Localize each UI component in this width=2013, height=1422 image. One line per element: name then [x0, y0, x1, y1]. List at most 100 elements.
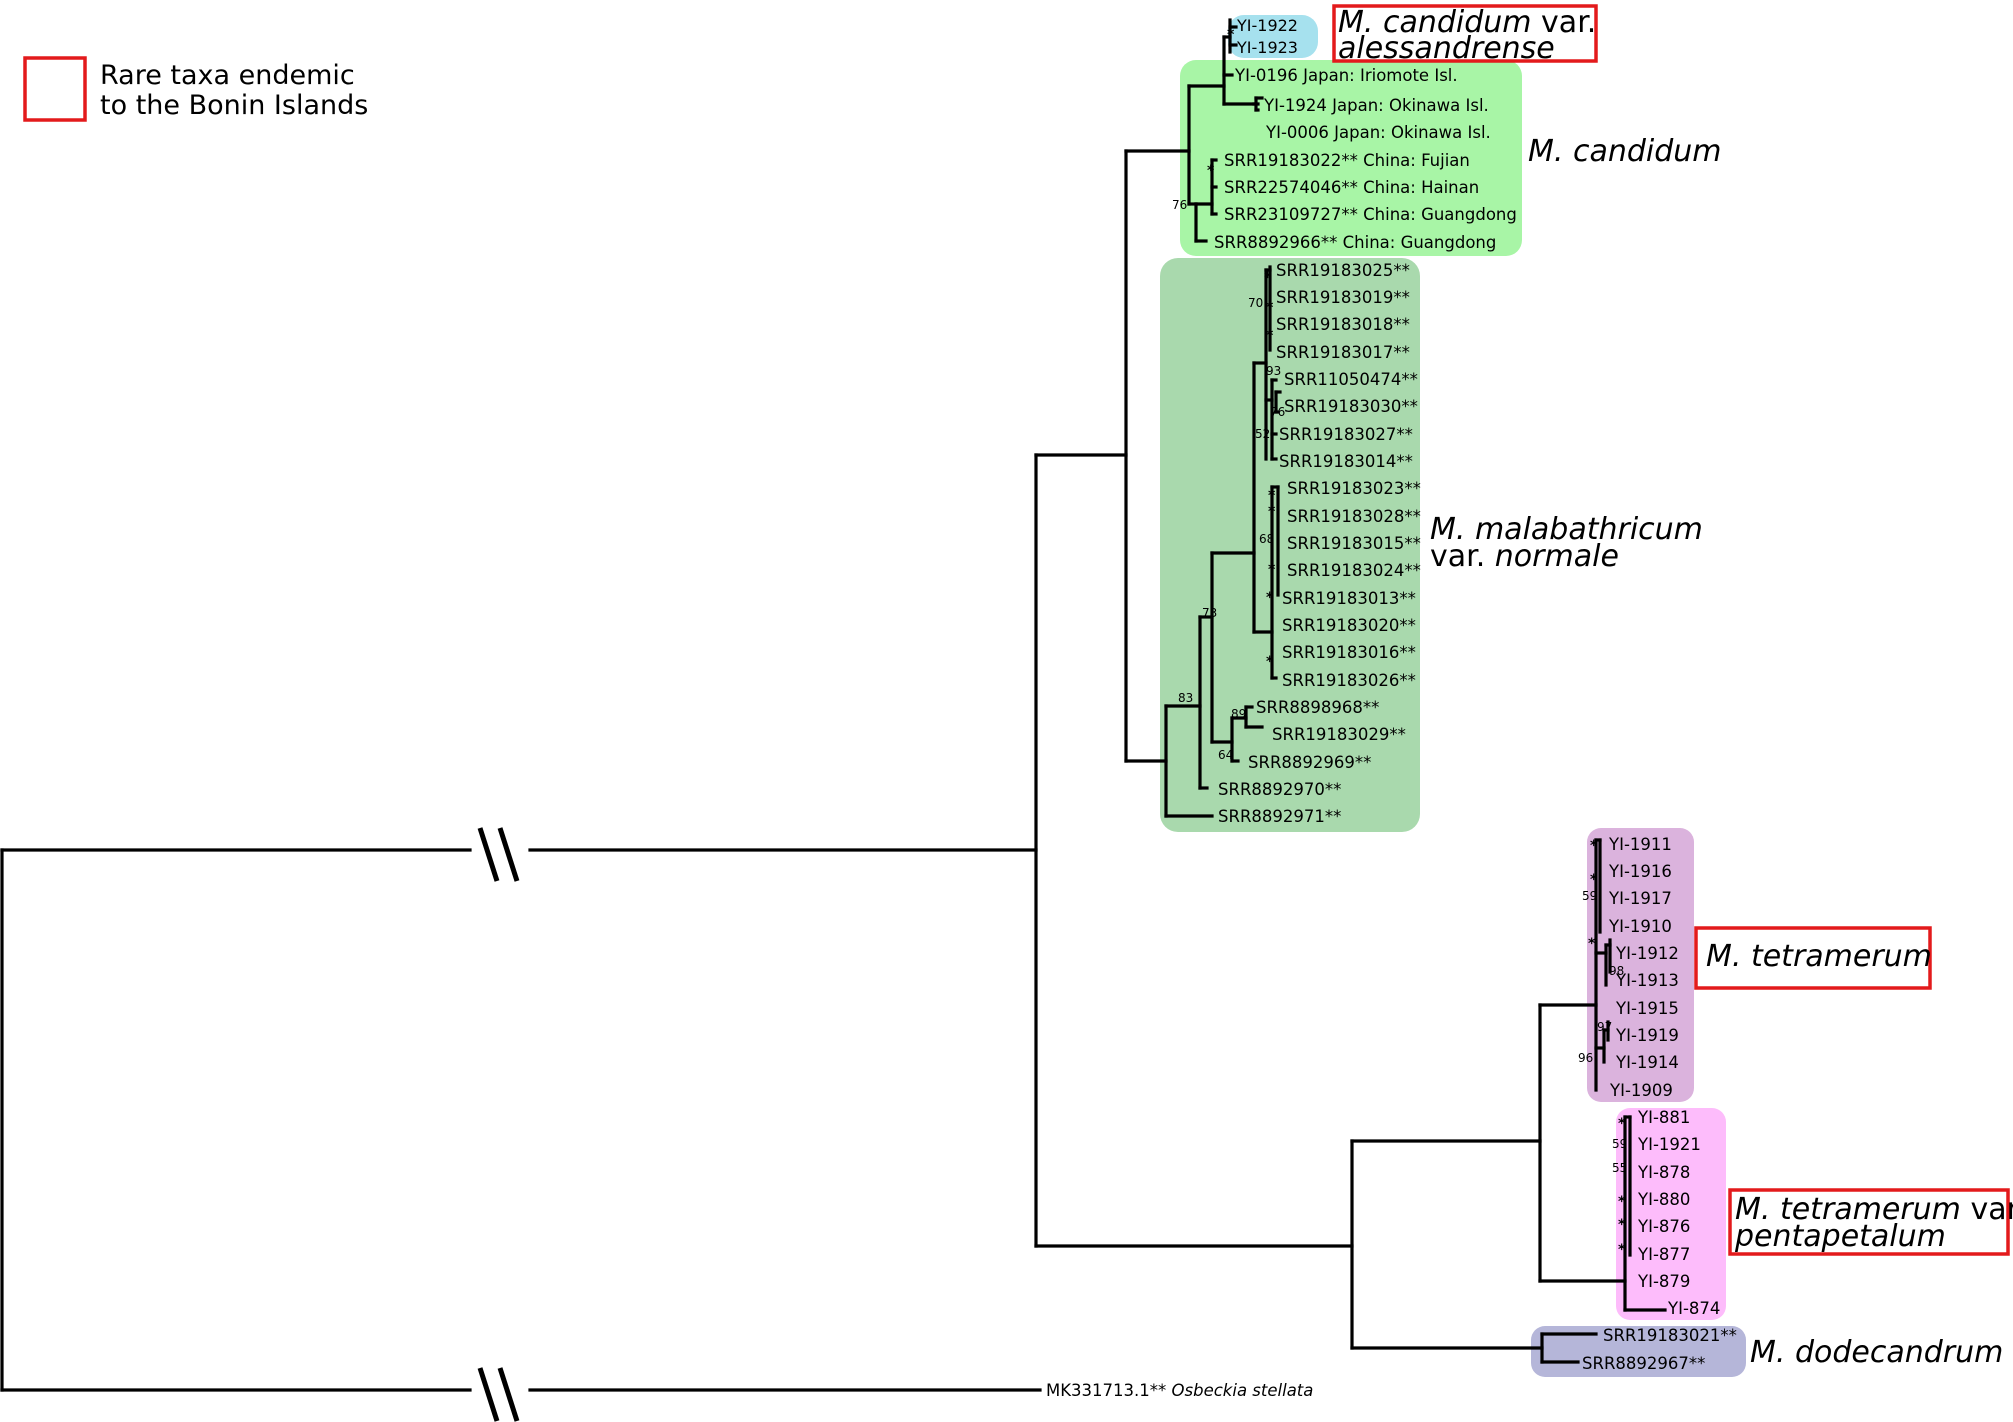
tip-label: SRR19183016**	[1282, 643, 1416, 662]
tip-label: SRR22574046** China: Hainan	[1224, 178, 1479, 197]
tip-label: YI-1910	[1608, 917, 1672, 936]
tip-label: YI-879	[1637, 1272, 1690, 1291]
clade-label-malabathricum-line1: M. malabathricum	[1430, 512, 1703, 547]
clade-box-candidum	[1180, 60, 1522, 256]
tip-label: SRR19183027**	[1279, 425, 1413, 444]
support-value: 52	[1255, 427, 1270, 441]
endemic-box-tetramerum	[1694, 926, 1932, 990]
tip-label: YI-1909	[1609, 1081, 1673, 1100]
support-star: *	[1588, 936, 1596, 952]
support-star: *	[1266, 590, 1274, 606]
tip-label: YI-1913	[1615, 971, 1679, 990]
support-star: *	[1618, 1194, 1626, 1210]
support-star: *	[1618, 1242, 1626, 1258]
clade-box-tetramerum	[1587, 828, 1694, 1102]
tip-label: SRR19183028**	[1287, 507, 1421, 526]
tip-label: SRR8892969**	[1248, 753, 1371, 772]
clade-label-dodecandrum: M. dodecandrum	[1750, 1335, 2003, 1370]
outgroup-species: Osbeckia stellata	[1172, 1381, 1314, 1400]
tip-label: YI-0006 Japan: Okinawa Isl.	[1265, 123, 1491, 142]
legend-text-line2: to the Bonin Islands	[100, 90, 368, 121]
support-value: 96	[1578, 1051, 1593, 1065]
support-star: *	[1227, 27, 1235, 43]
legend-swatch	[23, 56, 87, 122]
tip-label: SRR23109727** China: Guangdong	[1224, 205, 1517, 224]
support-star: *	[1266, 300, 1274, 316]
tip-label: YI-880	[1637, 1190, 1690, 1209]
clade-label-pentapetalum-line1: M. tetramerum var.	[1735, 1192, 2013, 1227]
clade-label-alessandrense-line2: alessandrense	[1338, 31, 1555, 66]
support-star: *	[1590, 872, 1598, 888]
support-value: 59	[1612, 1137, 1627, 1151]
clade-box-alessandrense	[1228, 15, 1318, 58]
tip-label: YI-1917	[1608, 889, 1672, 908]
tip-label: SRR19183015**	[1287, 534, 1421, 553]
tip-label: SRR19183023**	[1287, 479, 1421, 498]
outgroup-label: MK331713.1** Osbeckia stellata	[1046, 1381, 1313, 1400]
support-value: 93	[1266, 364, 1281, 378]
tip-label: YI-1924 Japan: Okinawa Isl.	[1263, 96, 1489, 115]
tip-label: SRR8898968**	[1256, 698, 1379, 717]
tip-label: SRR8892970**	[1218, 780, 1341, 799]
tip-label: SRR19183018**	[1276, 315, 1410, 334]
tip-label: SRR19183030**	[1284, 397, 1418, 416]
support-value: 73	[1202, 606, 1217, 620]
support-star: *	[1266, 654, 1274, 670]
support-value: 55	[1612, 1161, 1627, 1175]
tip-label: SRR19183021**	[1603, 1326, 1737, 1345]
tip-label: YI-877	[1637, 1245, 1690, 1264]
support-value: 59	[1582, 889, 1597, 903]
full-support-markers: * * * * * * * * * * * * * * * * *	[1207, 27, 1626, 1258]
tip-label: SRR19183022** China: Fujian	[1224, 151, 1470, 170]
tip-label: SRR19183017**	[1276, 343, 1410, 362]
tip-label: SRR8892966** China: Guangdong	[1214, 233, 1496, 252]
tip-label: SRR19183014**	[1279, 452, 1413, 471]
endemic-box-alessandrense	[1332, 4, 1598, 63]
clade-box-dodecandrum	[1531, 1326, 1746, 1377]
support-star: *	[1618, 1217, 1626, 1233]
support-star: *	[1207, 163, 1215, 179]
tip-label: YI-1923	[1236, 38, 1298, 57]
tip-label: YI-1916	[1608, 862, 1672, 881]
tip-label: SRR19183029**	[1272, 725, 1406, 744]
support-star: *	[1268, 562, 1276, 578]
tip-label: YI-1915	[1615, 999, 1679, 1018]
tip-label: YI-0196 Japan: Iriomote Isl.	[1234, 66, 1458, 85]
clade-label-pentapetalum-line2: pentapetalum	[1734, 1219, 1946, 1254]
clade-label-tetramerum: M. tetramerum	[1706, 939, 1932, 974]
support-star: *	[1590, 838, 1598, 854]
support-star: *	[1268, 504, 1276, 520]
tip-label: SRR8892967**	[1582, 1354, 1705, 1373]
endemic-box-pentapetalum	[1728, 1188, 2010, 1256]
support-value: 97	[1597, 1020, 1612, 1034]
tip-label: SRR19183019**	[1276, 288, 1410, 307]
support-star: *	[1266, 328, 1274, 344]
tip-label: SRR11050474**	[1284, 370, 1418, 389]
tree-branches	[0, 18, 1667, 1392]
tip-label: YI-874	[1667, 1299, 1720, 1318]
tip-label: SRR19183024**	[1287, 561, 1421, 580]
support-star: *	[1618, 1116, 1626, 1132]
clade-label-malabathricum-line2: var. normale	[1430, 539, 1619, 574]
tip-label: YI-1914	[1615, 1053, 1679, 1072]
tip-label: SRR19183020**	[1282, 616, 1416, 635]
support-value: 76	[1172, 198, 1187, 212]
support-value: 70	[1248, 296, 1263, 310]
support-value: 76	[1270, 405, 1285, 419]
tip-label: YI-1921	[1637, 1135, 1701, 1154]
clade-box-pentapetalum	[1616, 1108, 1726, 1320]
support-value: 89	[1231, 707, 1246, 721]
clade-label-alessandrense-line1: M. candidum var.	[1338, 5, 1596, 40]
support-value: 98	[1609, 964, 1624, 978]
support-value: 64	[1218, 748, 1233, 762]
tip-label: SRR19183025**	[1276, 261, 1410, 280]
tip-label: YI-881	[1637, 1108, 1690, 1127]
tip-label: YI-1912	[1615, 944, 1679, 963]
tip-label: SRR19183013**	[1282, 589, 1416, 608]
tip-label: YI-876	[1637, 1217, 1690, 1236]
legend-text-line1: Rare taxa endemic	[100, 60, 355, 91]
clade-label-candidum: M. candidum	[1528, 134, 1722, 169]
clade-box-malabathricum	[1160, 258, 1420, 832]
tip-label: YI-878	[1637, 1163, 1690, 1182]
